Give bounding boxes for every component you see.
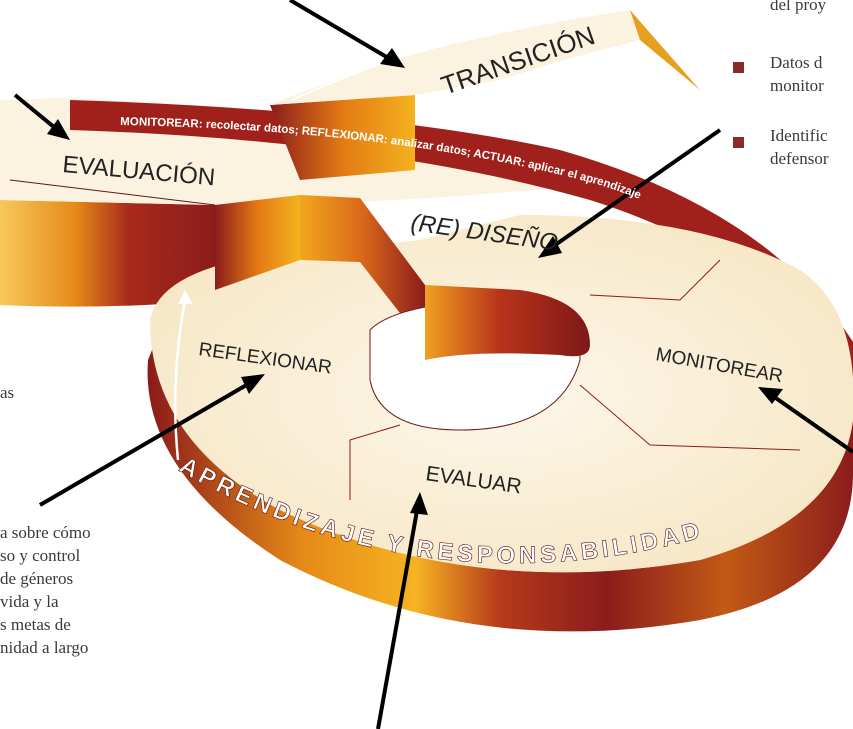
rediseno-wall-left: [215, 195, 300, 290]
band-seg1-bold: MONITOREAR:: [120, 116, 203, 131]
transicion-edge: [630, 10, 700, 90]
right-b2-line1: Identific: [770, 126, 828, 145]
ring-arrow-line: [173, 299, 187, 461]
evaluacion-divider: [9, 179, 216, 206]
ring-arrowhead: [178, 290, 193, 304]
segment-divider-1: [589, 259, 721, 301]
transicion-arrowhead: [470, 30, 484, 41]
left-text-line: vida y la: [0, 592, 59, 611]
left-text-line: de géneros: [0, 569, 74, 588]
rediseno-wall-mid: [300, 195, 425, 345]
transicion-wall: [270, 95, 415, 180]
bullet-1: [733, 62, 744, 73]
left-text-line: a sobre cómo: [0, 523, 91, 542]
left-fragment-as: as: [0, 383, 15, 402]
right-b2-line2: defensor: [770, 149, 829, 168]
right-b1-line2: monitor: [770, 76, 824, 95]
ring-hole-wall: [425, 285, 590, 360]
segment-divider-3: [349, 424, 401, 500]
left-text-line: so y control: [0, 546, 81, 565]
pointer-arrows: [13, 0, 853, 729]
transicion-top: [270, 10, 640, 105]
right-b1-line1: Datos d: [770, 53, 823, 72]
right-text-line1: del proy: [770, 0, 827, 14]
bullet-2: [733, 137, 744, 148]
left-text-line: s metas de: [0, 615, 71, 634]
left-text-line: nidad a largo: [0, 638, 89, 657]
evaluacion-arm-side: [0, 200, 215, 307]
segment-divider-2: [579, 384, 801, 451]
ring-side: [147, 330, 853, 632]
